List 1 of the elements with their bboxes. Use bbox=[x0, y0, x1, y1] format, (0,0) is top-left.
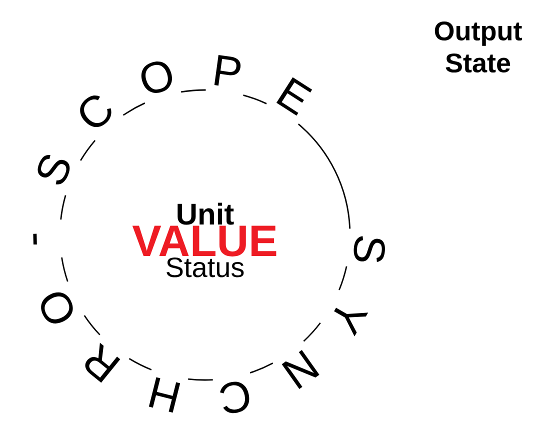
output-state-heading: Output State bbox=[434, 21, 522, 73]
